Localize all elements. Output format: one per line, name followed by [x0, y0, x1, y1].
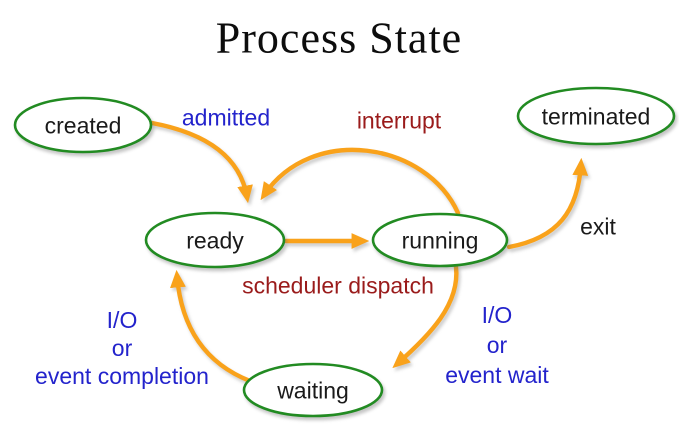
transition-io-event-completion-label: I/O or event completion [35, 306, 209, 390]
arrow-admitted-created-to-ready [149, 120, 253, 204]
state-ready-label: ready [186, 227, 244, 254]
state-terminated-ellipse [516, 86, 676, 146]
transition-exit-label: exit [580, 213, 616, 240]
io-event-wait-line-2: or [486, 332, 508, 358]
io-event-completion-line-2: or [111, 335, 133, 361]
transition-arrows [149, 120, 589, 384]
transition-admitted-label: admitted [181, 104, 271, 131]
transition-interrupt-label: interrupt [356, 107, 442, 134]
diagram-title: Process State [215, 13, 463, 63]
transition-scheduler-dispatch-label: scheduler dispatch [242, 272, 434, 299]
arrow-interrupt-running-to-ready [260, 147, 461, 216]
state-running-ellipse [371, 212, 509, 268]
state-waiting-ellipse [242, 362, 384, 418]
state-terminated-label: terminated [541, 103, 651, 130]
arrow-exit-running-to-terminated [506, 157, 589, 250]
state-created-ellipse [13, 96, 153, 154]
arrow-io-event-completion-waiting-to-ready [170, 269, 253, 384]
arrow-io-event-wait-running-to-waiting [392, 264, 459, 369]
io-event-completion-line-3: event completion [35, 363, 209, 389]
state-running-label: running [401, 227, 479, 254]
state-ellipses [13, 86, 676, 418]
state-created-label: created [44, 112, 122, 139]
state-waiting-label: waiting [277, 377, 349, 404]
transition-io-event-wait-label: I/O or event wait [445, 300, 549, 390]
io-event-wait-line-3: event wait [445, 362, 549, 388]
io-event-wait-line-1: I/O [481, 302, 513, 328]
state-ready-ellipse [144, 211, 286, 269]
io-event-completion-line-1: I/O [106, 307, 138, 333]
